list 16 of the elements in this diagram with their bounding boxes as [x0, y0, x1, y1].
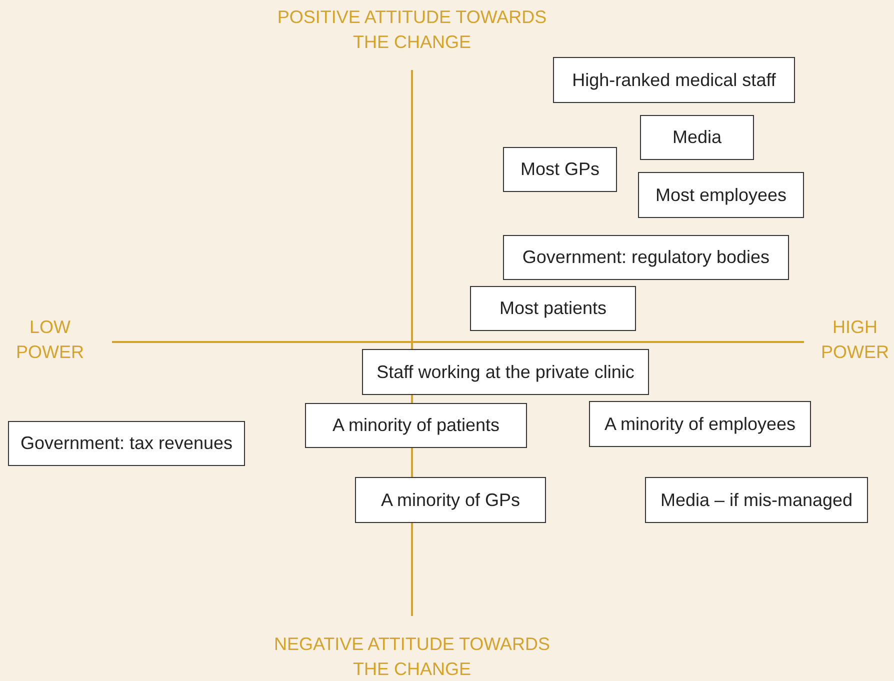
stakeholder-label: Most employees: [638, 172, 804, 218]
axis-title: HIGH POWER: [820, 316, 890, 364]
stakeholder-label: A minority of GPs: [355, 477, 546, 523]
stakeholder-label: Staff working at the private clinic: [362, 349, 649, 395]
stakeholder-label: Media – if mis-managed: [645, 477, 868, 523]
axis-title: LOW POWER: [14, 316, 85, 364]
stakeholder-label: Most GPs: [503, 147, 617, 192]
axis-title: NEGATIVE ATTITUDE TOWARDS THE CHANGE: [272, 633, 552, 681]
stakeholder-label: Most patients: [470, 286, 636, 331]
stakeholder-label: A minority of employees: [589, 401, 811, 447]
axis-title: POSITIVE ATTITUDE TOWARDS THE CHANGE: [276, 6, 548, 54]
stakeholder-label: High-ranked medical staff: [553, 57, 795, 103]
stakeholder-label: A minority of patients: [305, 403, 527, 448]
stakeholder-label: Government: regulatory bodies: [503, 235, 789, 280]
stakeholder-label: Government: tax revenues: [8, 421, 245, 466]
stakeholder-label: Media: [640, 115, 754, 160]
